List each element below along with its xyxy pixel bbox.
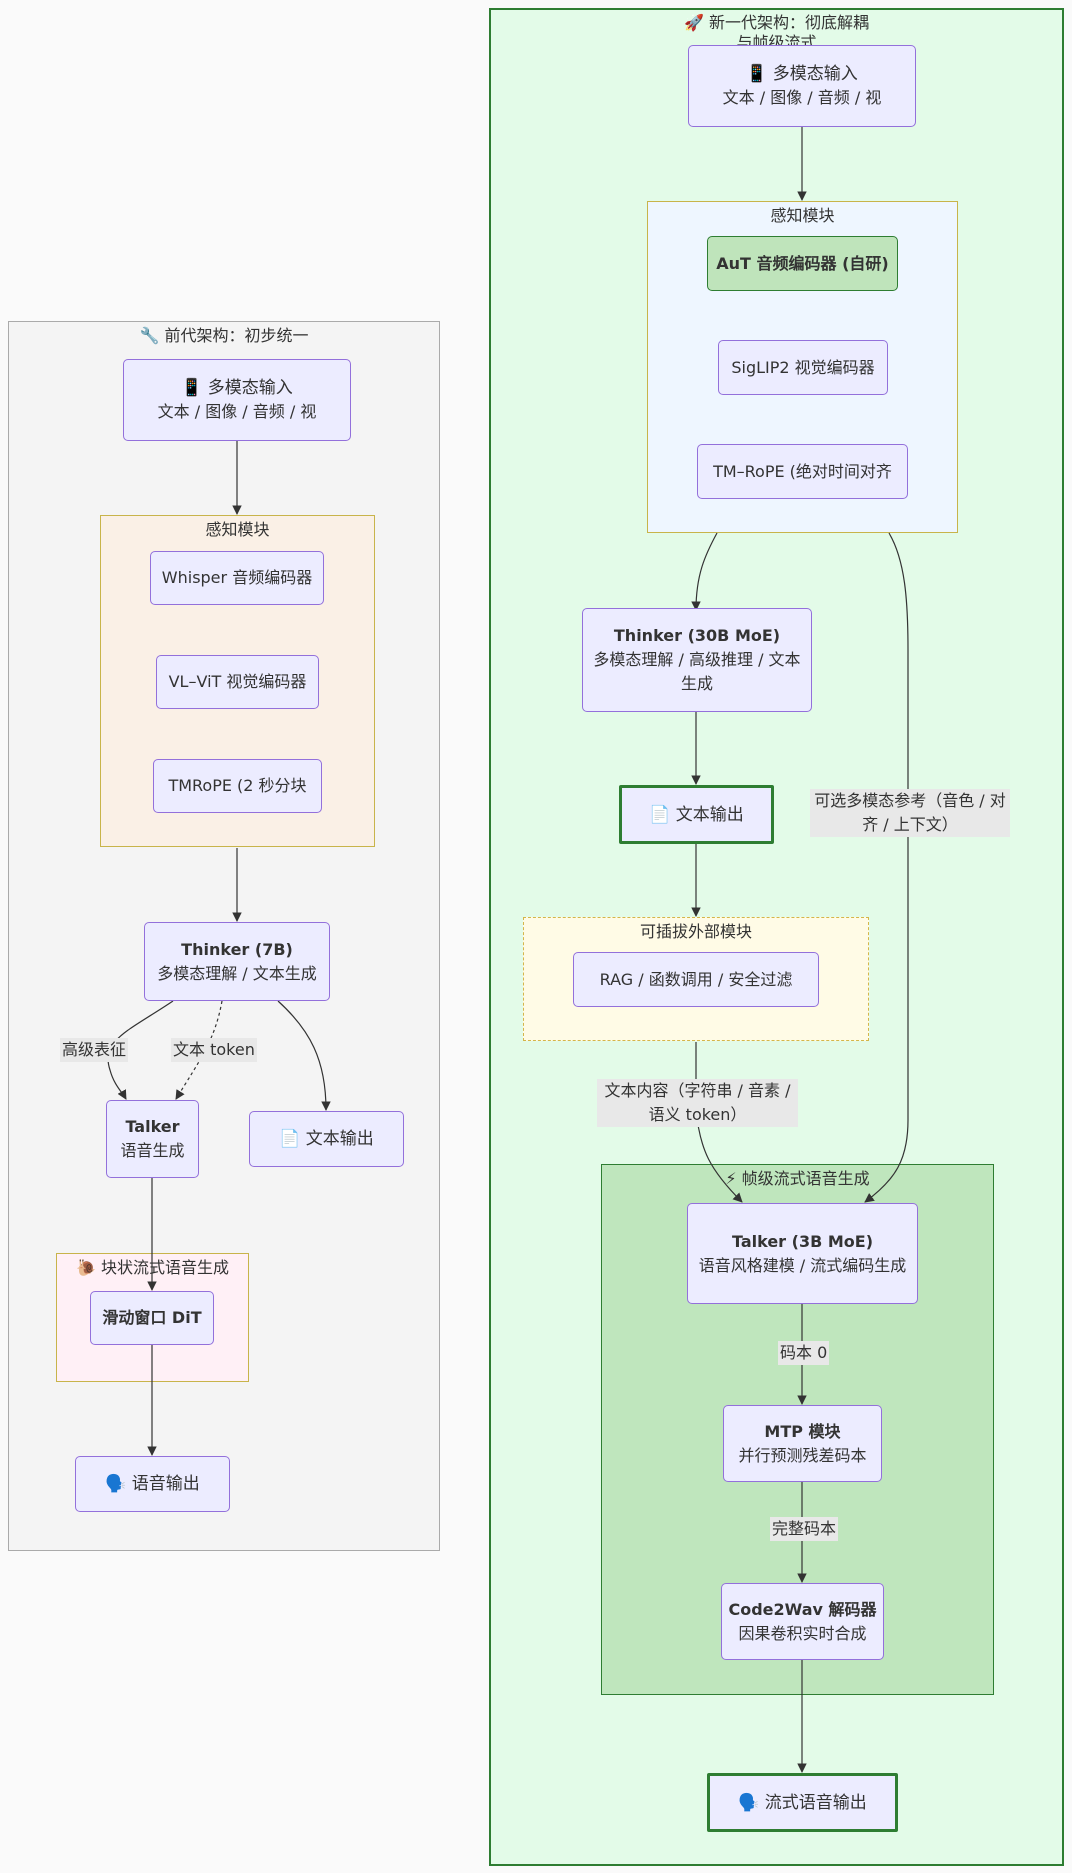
next-talker-title: Talker (3B MoE) [731, 1231, 874, 1251]
code2wav-node: Code2Wav 解码器 因果卷积实时合成 [721, 1583, 884, 1660]
edge-next-perception-talker [864, 532, 909, 1203]
next-edge-label-reference: 可选多模态参考（音色 / 对齐 / 上下文） [810, 789, 1010, 837]
next-tmrope-label: TM–RoPE (绝对时间对齐 [713, 461, 892, 481]
legacy-text-output-node: 📄 文本输出 [249, 1111, 404, 1167]
legacy-input-node: 📱 多模态输入 文本 / 图像 / 音频 / 视 [123, 359, 351, 441]
legacy-text-output-label: 📄 文本输出 [279, 1129, 374, 1149]
next-thinker-title: Thinker (30B MoE) [613, 626, 781, 645]
next-panel-title-line1: 🚀 新一代架构：彻底解耦 [683, 13, 869, 32]
next-tmrope-node: TM–RoPE (绝对时间对齐 [697, 444, 908, 499]
next-panel-title: 🚀 新一代架构：彻底解耦 与帧级流式 [491, 13, 1062, 45]
legacy-thinker-title: Thinker (7B) [181, 939, 293, 959]
next-text-output-node: 📄 文本输出 [619, 785, 774, 844]
next-siglip-label: SigLIP2 视觉编码器 [731, 357, 875, 377]
legacy-speech-output-label: 🗣️ 语音输出 [105, 1474, 200, 1494]
next-speech-output-node: 🗣️ 流式语音输出 [707, 1773, 898, 1832]
legacy-tmrope-node: TMRoPE (2 秒分块 [153, 759, 322, 813]
next-panel-title-line2: 与帧级流式 [736, 33, 817, 45]
next-edge-label-content: 文本内容（字符串 / 音素 / 语义 token） [597, 1079, 798, 1127]
next-speech-output-label: 🗣️ 流式语音输出 [738, 1792, 867, 1813]
legacy-whisper-label: Whisper 音频编码器 [161, 568, 313, 587]
legacy-talker-title: Talker [125, 1117, 180, 1136]
mtp-title: MTP 模块 [764, 1421, 841, 1441]
legacy-dit-node: 滑动窗口 DiT [90, 1291, 214, 1345]
legacy-talker-sub: 语音生成 [120, 1141, 185, 1160]
plugin-group-title: 可插拔外部模块 [639, 922, 752, 941]
legacy-panel-title: 🔧 前代架构：初步统一 [139, 326, 309, 345]
mtp-sub: 并行预测残差码本 [738, 1445, 867, 1465]
code2wav-sub: 因果卷积实时合成 [738, 1623, 867, 1643]
legacy-vit-node: VL–ViT 视觉编码器 [156, 655, 319, 709]
next-talker-node: Talker (3B MoE) 语音风格建模 / 流式编码生成 [687, 1203, 918, 1304]
next-thinker-node: Thinker (30B MoE) 多模态理解 / 高级推理 / 文本生成 [582, 608, 812, 712]
code2wav-title: Code2Wav 解码器 [728, 1599, 877, 1619]
legacy-perception-title: 感知模块 [205, 520, 270, 539]
legacy-thinker-node: Thinker (7B) 多模态理解 / 文本生成 [144, 922, 330, 1001]
mtp-node: MTP 模块 并行预测残差码本 [723, 1405, 882, 1482]
next-aut-node: AuT 音频编码器 (自研) [707, 236, 898, 291]
plugin-node-label: RAG / 函数调用 / 安全过滤 [599, 969, 793, 989]
next-siglip-node: SigLIP2 视觉编码器 [718, 340, 888, 395]
next-input-title: 📱 多模态输入 [746, 64, 858, 84]
legacy-edge-label-token: 文本 token [171, 1038, 257, 1062]
plugin-node: RAG / 函数调用 / 安全过滤 [573, 952, 819, 1007]
edge-next-perception-thinker [691, 532, 718, 611]
next-aut-label: AuT 音频编码器 (自研) [716, 253, 889, 273]
legacy-dit-label: 滑动窗口 DiT [102, 1308, 202, 1327]
next-edge-label-codebook0: 码本 0 [778, 1341, 830, 1365]
legacy-tmrope-label: TMRoPE (2 秒分块 [168, 776, 307, 795]
legacy-input-sub: 文本 / 图像 / 音频 / 视 [157, 402, 317, 421]
legacy-edge-label-high: 高级表征 [60, 1038, 129, 1062]
legacy-thinker-sub: 多模态理解 / 文本生成 [157, 963, 317, 983]
edge-legacy-thinker-talker-high [107, 1000, 174, 1100]
next-text-output-label: 📄 文本输出 [649, 804, 744, 825]
next-thinker-sub: 多模态理解 / 高级推理 / 文本生成 [593, 650, 801, 693]
legacy-talker-node: Talker 语音生成 [106, 1100, 199, 1178]
next-talker-sub: 语音风格建模 / 流式编码生成 [698, 1255, 907, 1275]
legacy-input-title: 📱 多模态输入 [181, 378, 293, 398]
legacy-vit-label: VL–ViT 视觉编码器 [168, 672, 307, 691]
edge-legacy-thinker-textout [277, 1000, 331, 1111]
legacy-speech-output-node: 🗣️ 语音输出 [75, 1456, 230, 1512]
next-input-sub: 文本 / 图像 / 音频 / 视 [722, 88, 882, 107]
next-input-node: 📱 多模态输入 文本 / 图像 / 音频 / 视 [688, 45, 916, 127]
next-edge-label-full-codebook: 完整码本 [770, 1517, 839, 1541]
legacy-whisper-node: Whisper 音频编码器 [150, 551, 324, 605]
next-perception-title: 感知模块 [770, 206, 835, 225]
next-stream-title: ⚡ 帧级流式语音生成 [725, 1169, 870, 1188]
